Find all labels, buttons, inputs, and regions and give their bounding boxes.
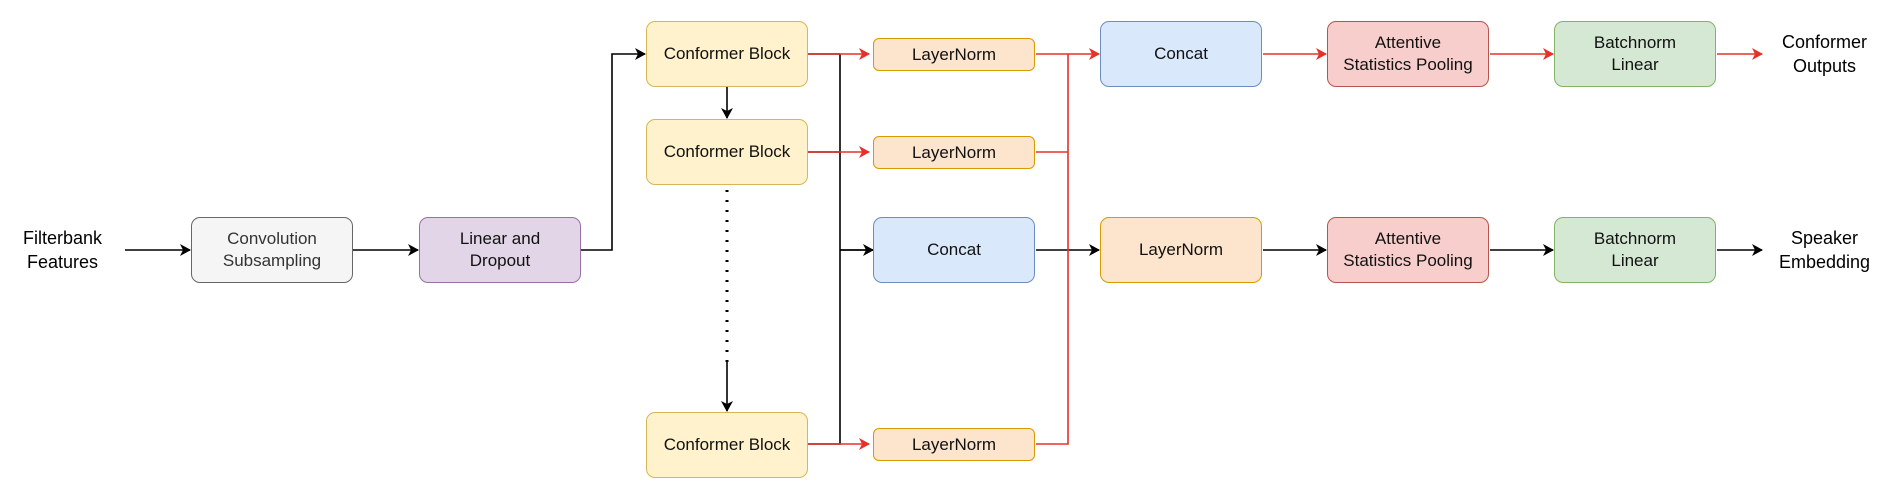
conformer-block-1-node: Conformer Block [646,21,808,87]
concat-mid-node: Concat [873,217,1035,283]
attentive-pooling-mid-node: Attentive Statistics Pooling [1327,217,1489,283]
edge-linear-to-cb1 [581,48,646,251]
conformer-block-2-node: Conformer Block [646,119,808,185]
layernorm-mid-node: LayerNorm [1100,217,1262,283]
conformer-outputs-label: Conformer Outputs [1781,32,1868,76]
conformer-block-n-node: Conformer Block [646,412,808,478]
layernorm-1-node: LayerNorm [873,38,1035,71]
speaker-embedding-label: Speaker Embedding [1778,228,1871,272]
convolution-subsampling-node: Convolution Subsampling [191,217,353,283]
edge-cb-bus-to-concat [808,53,873,445]
batchnorm-linear-mid-node: Batchnorm Linear [1554,217,1716,283]
attentive-pooling-top-node: Attentive Statistics Pooling [1327,21,1489,87]
input-label: Filterbank Features [22,228,103,272]
batchnorm-linear-top-node: Batchnorm Linear [1554,21,1716,87]
edge-ln-bus [1036,53,1069,445]
layernorm-n-node: LayerNorm [873,428,1035,461]
linear-dropout-node: Linear and Dropout [419,217,581,283]
concat-top-node: Concat [1100,21,1262,87]
layernorm-2-node: LayerNorm [873,136,1035,169]
